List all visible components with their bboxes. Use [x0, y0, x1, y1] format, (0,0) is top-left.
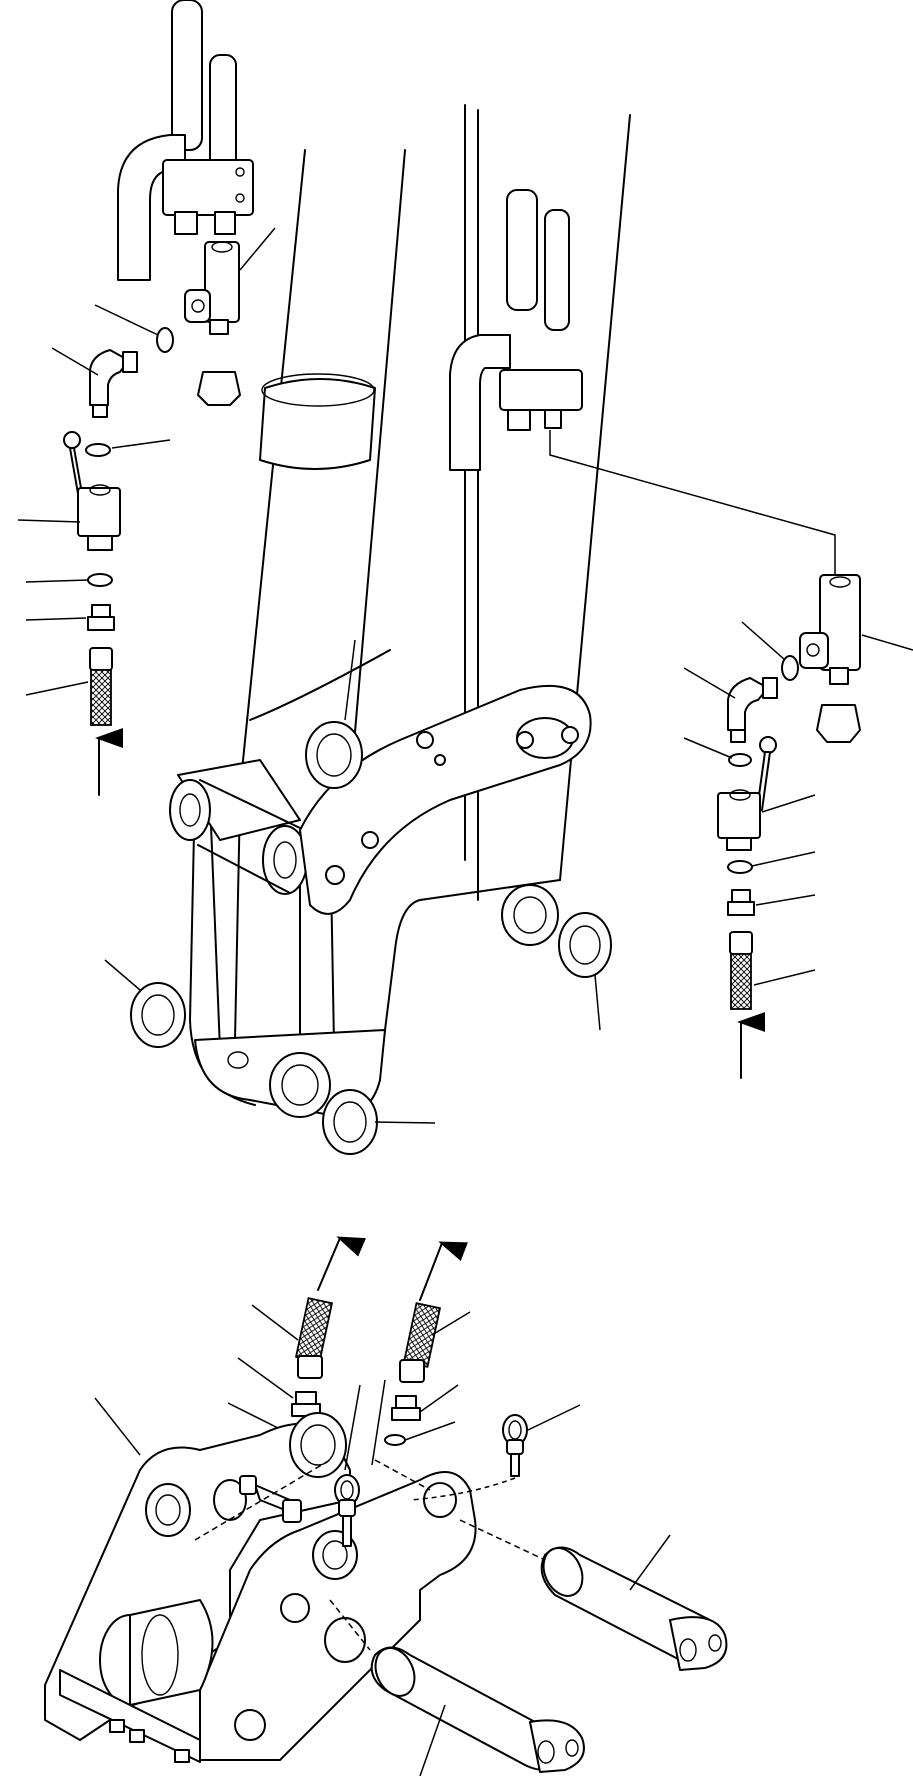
upper-left-hose — [25, 647, 113, 726]
upper-right-o-ring-1 — [741, 621, 799, 681]
coupler-fittings — [239, 1384, 361, 1523]
upper-left-tee-fitting — [184, 227, 276, 406]
lower-hose-left — [251, 1297, 334, 1379]
lower-flow-arrow-out-right — [419, 1241, 468, 1301]
upper-right-adapter — [727, 889, 816, 916]
upper-right-o-ring-2 — [683, 737, 752, 767]
upper-right-elbow-fitting — [683, 667, 778, 743]
lower-hose-right — [399, 1302, 471, 1383]
link-plate — [299, 684, 592, 946]
upper-left-o-ring-1 — [94, 304, 174, 353]
lower-flow-arrow-out-left — [317, 1236, 366, 1291]
lower-pin-right — [459, 1519, 728, 1671]
quick-coupler-bracket — [44, 1397, 477, 1763]
upper-left-o-ring-2 — [85, 439, 171, 457]
spacer-washer-3 — [558, 912, 612, 1031]
spacer-washer-1 — [305, 639, 363, 789]
upper-right-ball-valve — [717, 736, 816, 851]
lower-adapter-right — [391, 1384, 459, 1421]
lower-o-ring-right — [384, 1421, 456, 1446]
upper-left-o-ring-3 — [25, 573, 113, 587]
spacer-washer-2 — [104, 959, 186, 1048]
boom-arm — [189, 104, 631, 1106]
lower-lock-pin-right — [409, 1404, 581, 1501]
boom-pivot — [169, 759, 386, 1118]
upper-left-ball-valve — [17, 431, 121, 551]
lower-lock-pin-left — [334, 1379, 386, 1547]
upper-right-hose — [729, 931, 816, 1010]
upper-right-tee-fitting — [799, 574, 913, 743]
upper-left-elbow-fitting — [51, 347, 138, 418]
upper-right-o-ring-3 — [727, 851, 816, 874]
upper-left-hose-bundle — [117, 0, 254, 281]
assembly-center-lines — [194, 1459, 431, 1541]
spacer-washer-4 — [322, 1089, 436, 1155]
lower-pin-left — [329, 1599, 585, 1776]
upper-left-adapter — [25, 604, 115, 631]
upper-right-hose-bundle — [449, 189, 836, 578]
